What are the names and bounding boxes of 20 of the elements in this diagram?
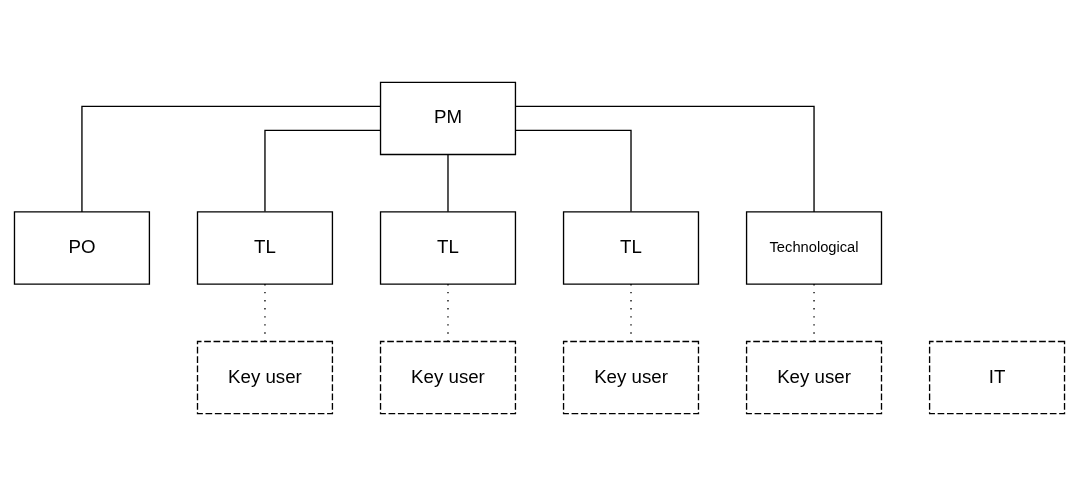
node-box: Key user xyxy=(379,340,517,415)
node-box: Key user xyxy=(562,340,700,415)
connector xyxy=(514,129,632,213)
node-box: TL xyxy=(196,211,334,285)
connector xyxy=(447,153,449,213)
node-box: PM xyxy=(379,81,517,156)
node-box: PO xyxy=(13,211,151,285)
node-box: TL xyxy=(379,211,517,285)
connector xyxy=(813,283,815,342)
connector xyxy=(630,283,632,342)
node-box: Technological xyxy=(745,211,883,285)
connector xyxy=(264,283,266,342)
connector xyxy=(264,129,382,213)
node-box: Key user xyxy=(196,340,334,415)
node-box: IT xyxy=(928,340,1066,415)
connector xyxy=(81,105,382,213)
connector xyxy=(514,105,815,213)
connector xyxy=(447,283,449,342)
node-box: TL xyxy=(562,211,700,285)
node-box: Key user xyxy=(745,340,883,415)
